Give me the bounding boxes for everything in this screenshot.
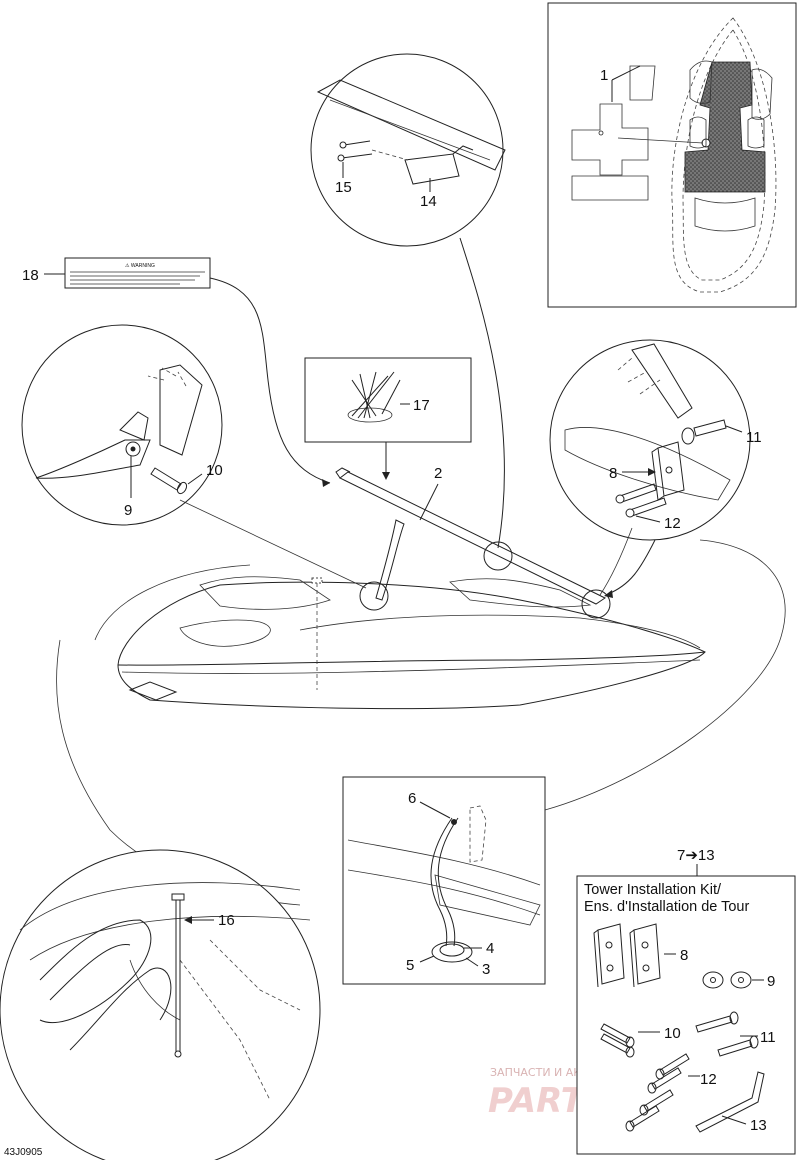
warning-label-part: ⚠ WARNING 18 <box>22 257 331 487</box>
callout-9: 9 <box>124 502 132 519</box>
mirror-detail: 15 14 <box>310 53 506 549</box>
callout-1: 1 <box>600 67 608 84</box>
tower-installation-kit: 7➔13 Tower Installation Kit/ Ens. d'Inst… <box>576 847 796 1155</box>
diagram-code: 43J0905 <box>4 1147 43 1158</box>
callout-10: 10 <box>206 462 223 479</box>
callout-16: 16 <box>218 912 235 929</box>
callout-2: 2 <box>434 465 442 482</box>
bolt-washer-detail: 10 9 <box>21 324 367 589</box>
callout-11: 11 <box>746 429 762 446</box>
callout-4: 4 <box>486 940 494 957</box>
callout-5: 5 <box>406 957 414 974</box>
callout-15: 15 <box>335 179 352 196</box>
callout-14: 14 <box>420 193 437 210</box>
kit-callout-9: 9 <box>767 973 775 990</box>
cable-detail: 6 4 3 5 <box>342 776 546 985</box>
floor-mat-inset: 1 <box>547 2 797 308</box>
callout-12: 12 <box>664 515 681 532</box>
callout-6: 6 <box>408 790 416 807</box>
callout-18: 18 <box>22 267 39 284</box>
kit-callout-11: 11 <box>760 1029 776 1046</box>
callout-3: 3 <box>482 961 490 978</box>
bracket-detail: 11 12 8 <box>549 339 762 598</box>
kit-callout-8: 8 <box>680 947 688 964</box>
kit-callout-12: 12 <box>700 1071 717 1088</box>
callout-17: 17 <box>413 397 430 414</box>
kit-callout-10: 10 <box>664 1025 681 1042</box>
svg-text:⚠ WARNING: ⚠ WARNING <box>125 263 155 269</box>
pin-detail: 16 <box>0 849 321 1160</box>
plugs-box: 17 <box>304 357 472 480</box>
kit-title-en: Tower Installation Kit/ <box>584 882 722 898</box>
kit-title-fr: Ens. d'Installation de Tour <box>584 899 749 915</box>
kit-callout-13: 13 <box>750 1117 767 1134</box>
callout-7-13: 7➔13 <box>677 847 715 864</box>
callout-8: 8 <box>609 465 617 482</box>
